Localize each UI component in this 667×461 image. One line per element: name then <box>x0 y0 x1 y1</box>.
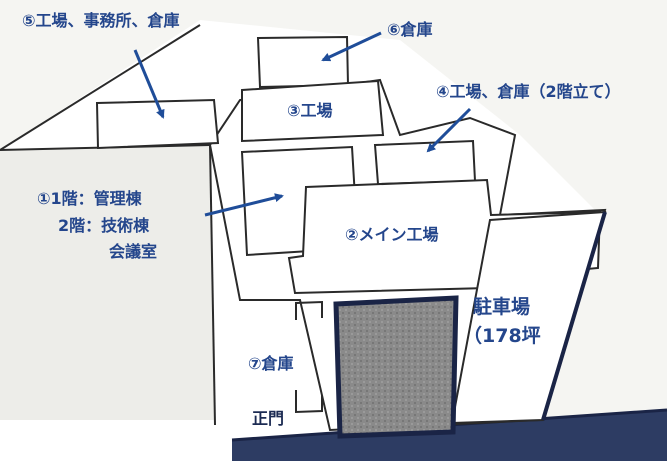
parking-edge <box>541 211 607 421</box>
site-boundary-left <box>209 144 216 426</box>
parking-area-label: （178坪 <box>463 325 541 347</box>
background-shade <box>0 0 667 420</box>
building-2-label: ②メイン工場 <box>345 225 439 244</box>
building-3 <box>241 79 385 143</box>
courtyard <box>333 295 459 439</box>
building-5-label: ⑤工場、事務所、倉庫 <box>22 11 180 30</box>
road <box>232 410 667 461</box>
building-7-bracket-top <box>295 300 323 320</box>
building-6 <box>256 35 350 89</box>
site-boundary-diagonal <box>0 24 201 151</box>
building-4-label: ④工場、倉庫（2階立て） <box>436 82 621 101</box>
building-1-label-floor2: 2階：技術棟 <box>58 216 150 235</box>
building-3-label: ③工場 <box>287 101 333 120</box>
arrow-building-1 <box>204 193 284 217</box>
building-5 <box>95 98 220 150</box>
building-7-bracket-bottom <box>295 390 323 414</box>
building-1-label-meeting-room: 会議室 <box>109 242 158 261</box>
left-ground <box>0 145 215 420</box>
building-6-label: ⑥倉庫 <box>387 20 433 39</box>
building-7-label: ⑦倉庫 <box>248 354 294 373</box>
arrow-building-4 <box>426 107 472 153</box>
parking-label: 駐車場 <box>473 296 531 318</box>
arrow-building-5 <box>133 49 165 119</box>
main-gate-label: 正門 <box>252 409 285 428</box>
building-1-label-floor1: ①1階：管理棟 <box>37 189 142 208</box>
building-4 <box>373 139 477 186</box>
arrow-building-6 <box>321 31 382 62</box>
